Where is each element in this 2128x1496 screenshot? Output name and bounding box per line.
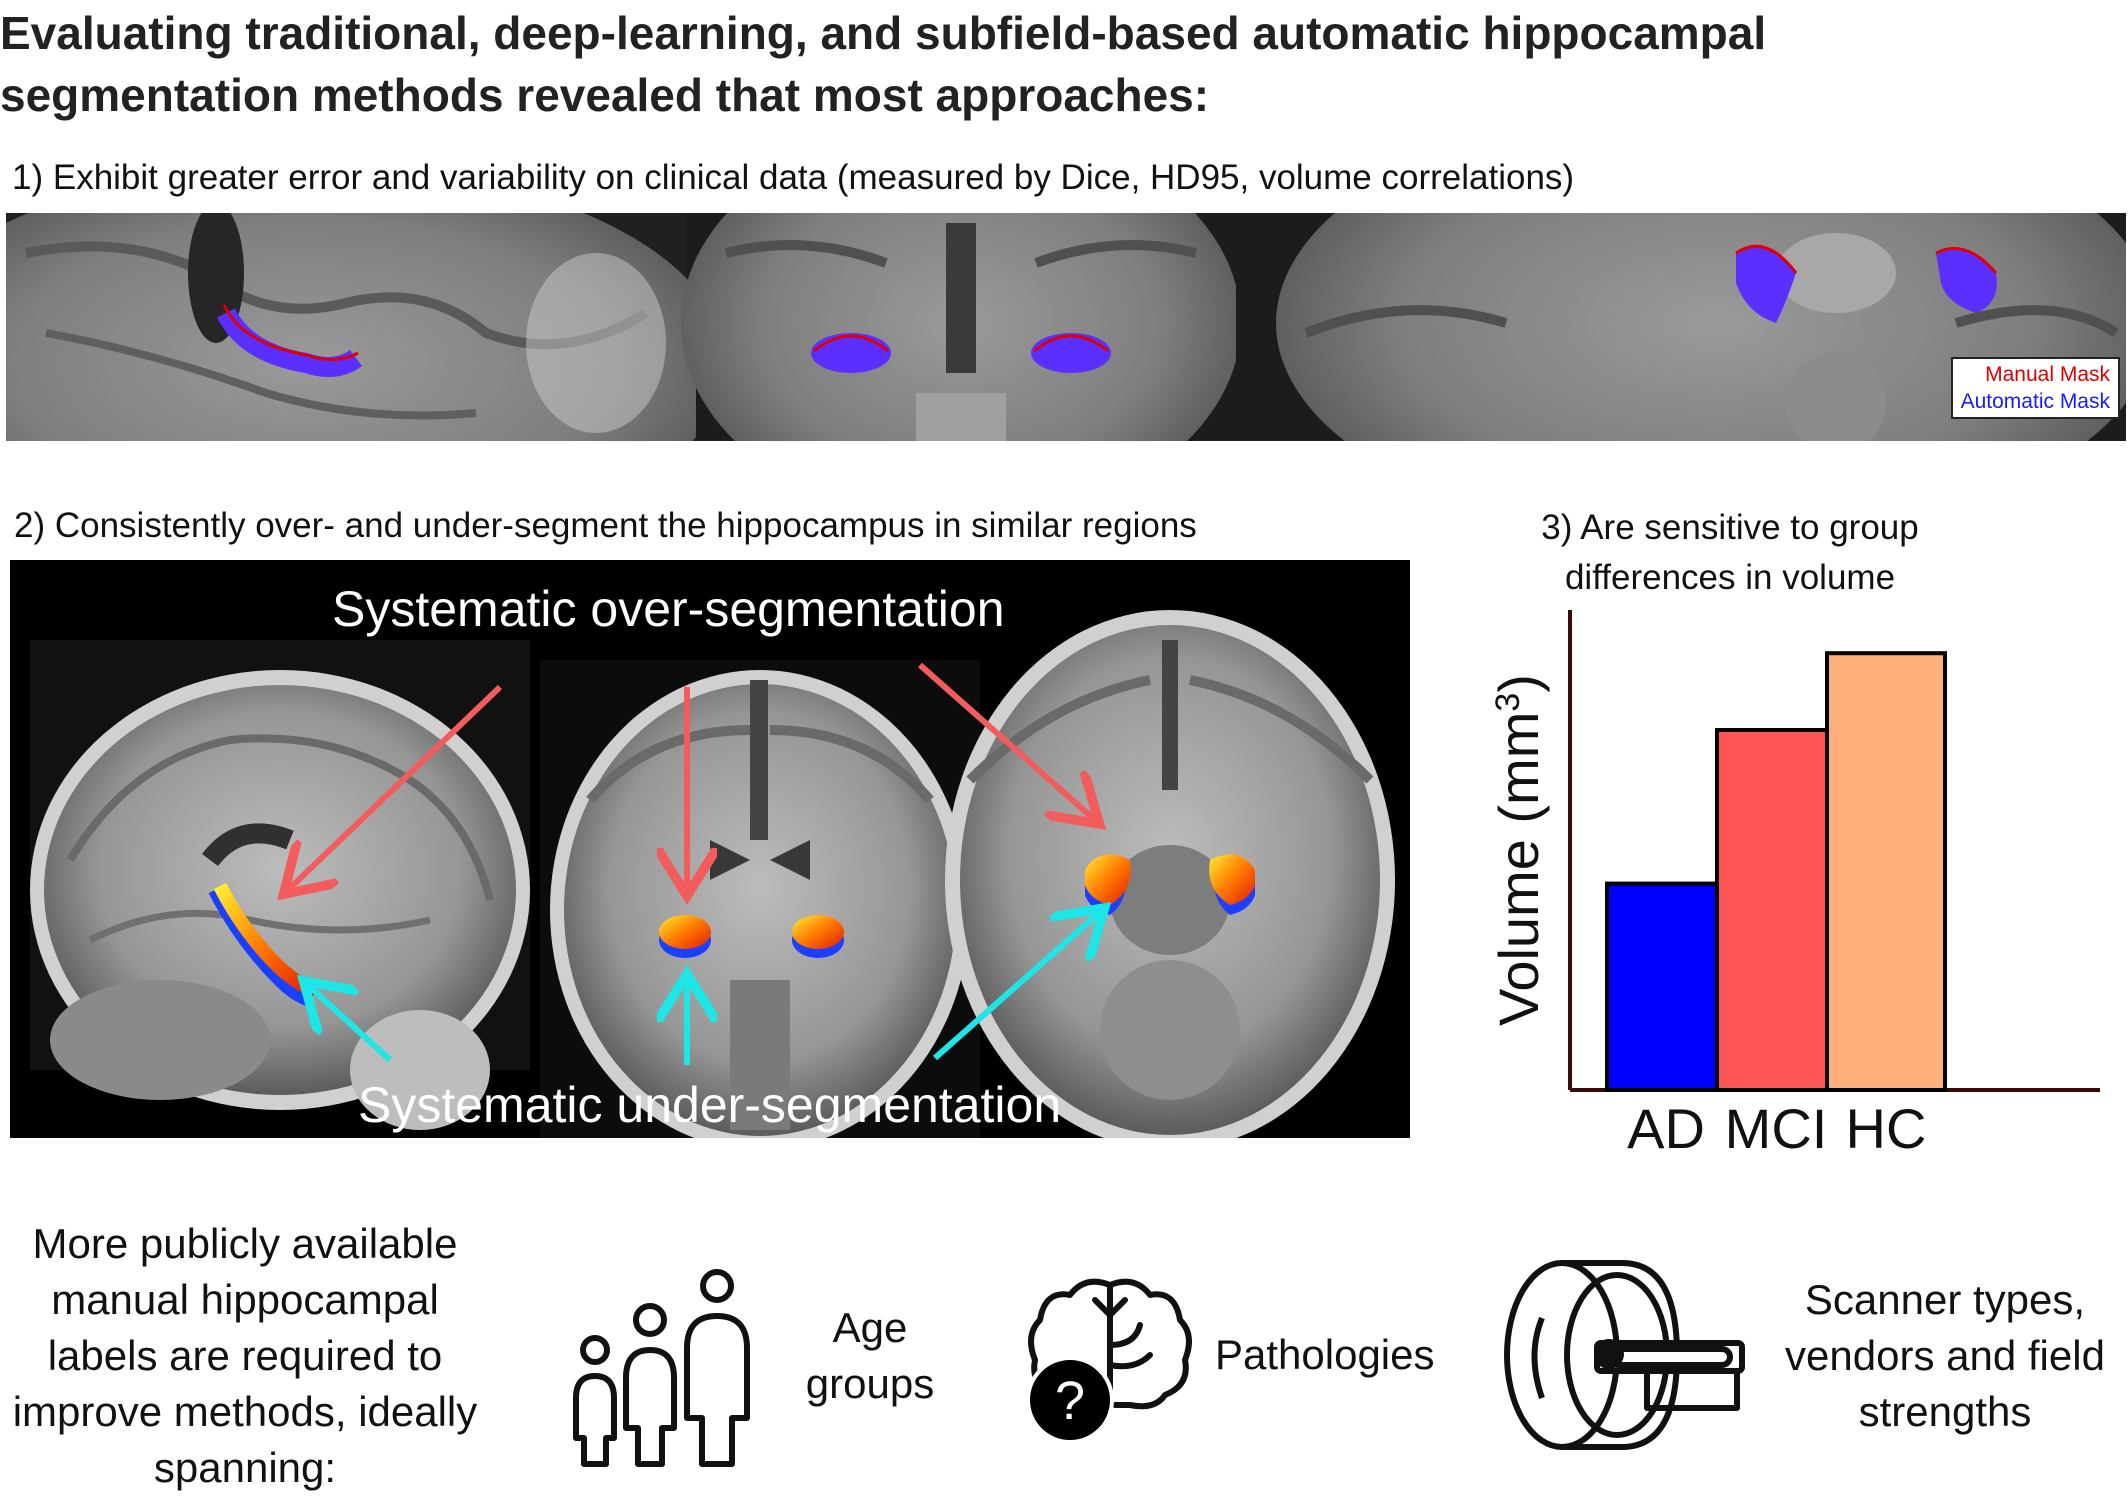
scanner-line-2: vendors and field (1785, 1332, 2105, 1379)
bottom-left-text: More publicly available manual hippocamp… (0, 1216, 490, 1496)
y-axis-label: Volume (mm3) (1487, 674, 1550, 1026)
scanner-line-3: strengths (1858, 1388, 2032, 1435)
clinical-coronal-mask-left (811, 333, 891, 373)
question-mark-glyph: ? (1055, 1371, 1085, 1431)
tick-label-hc: HC (1846, 1097, 1927, 1160)
clinical-axial-mask-right (1936, 248, 1997, 313)
section3-label: 3) Are sensitive to group differences in… (1440, 503, 2020, 603)
people-icon (570, 1268, 760, 1468)
template-axial-mask-left (1085, 854, 1131, 905)
bottom-left-line-4: improve methods, ideally (12, 1388, 478, 1435)
over-segmentation-caption: Systematic over-segmentation (332, 581, 1005, 637)
template-coronal-mask-left (659, 915, 711, 949)
section2-label: 2) Consistently over- and under-segment … (14, 506, 1197, 545)
scanner-label: Scanner types, vendors and field strengt… (1760, 1272, 2128, 1440)
template-axial-mask-right (1209, 854, 1255, 905)
under-arrow-axial (933, 912, 1100, 1061)
tick-labels-group: AD MCI HC (1627, 1097, 1926, 1160)
bottom-left-line-2: manual hippocampal (51, 1276, 439, 1323)
bottom-left-line-5: spanning: (153, 1444, 337, 1491)
section3-label-line-1: 3) Are sensitive to group (1541, 508, 1919, 547)
clinical-sagittal-slice (6, 213, 726, 441)
bars-group (1605, 651, 1947, 1092)
bottom-left-line-1: More publicly available (32, 1220, 458, 1267)
volume-bar-chart: AD MCI HC Volume (mm3) (1470, 600, 2110, 1160)
tick-label-mci: MCI (1725, 1097, 1828, 1160)
under-arrow-sagittal (308, 985, 393, 1063)
scanner-line-1: Scanner types, (1804, 1276, 2086, 1323)
section1-label: 1) Exhibit greater error and variability… (12, 158, 1575, 197)
template-brain-svg (10, 560, 1410, 1138)
age-groups-label: Age groups (790, 1300, 950, 1412)
clinical-mri-strip: Manual Mask Automatic Mask (6, 213, 2126, 441)
automatic-mask-label: Automatic Mask (1960, 390, 2110, 413)
over-arrow-sagittal (288, 684, 503, 890)
age-groups-line-1: Age (832, 1304, 908, 1351)
template-coronal-slice (540, 660, 980, 1138)
clinical-mri-svg (6, 213, 2126, 441)
manual-mask-label: Manual Mask (1985, 363, 2110, 386)
mask-legend: Manual Mask Automatic Mask (1950, 357, 2120, 419)
clinical-axial-mask-left (1736, 246, 1796, 323)
under-segmentation-caption: Systematic under-segmentation (358, 1077, 1062, 1133)
template-axial-slice (945, 610, 1395, 1138)
brain-question-icon: ? (1025, 1275, 1195, 1445)
main-title: Evaluating traditional, deep-learning, a… (0, 2, 2128, 126)
title-line-1: Evaluating traditional, deep-learning, a… (0, 7, 1767, 59)
clinical-sagittal-mask (217, 308, 362, 377)
clinical-coronal-mask-right (1031, 333, 1111, 373)
pathologies-label: Pathologies (1215, 1331, 1435, 1378)
mri-scanner-icon (1502, 1258, 1752, 1453)
clinical-axial-slice (1236, 213, 2126, 441)
volume-bar-chart-svg: AD MCI HC Volume (mm3) (1487, 610, 2100, 1160)
over-arrow-axial (918, 662, 1095, 820)
template-sagittal-slice (30, 670, 530, 1130)
age-groups-line-2: groups (805, 1360, 935, 1407)
template-coronal-mask-right (792, 915, 844, 949)
bottom-left-line-3: labels are required to (47, 1332, 443, 1379)
clinical-coronal-slice (681, 213, 1241, 441)
tick-label-ad: AD (1627, 1097, 1705, 1160)
template-brain-panel: Systematic over-segmentation Systematic … (10, 560, 1410, 1138)
bar-mci (1715, 728, 1837, 1092)
bar-ad (1605, 881, 1727, 1092)
section3-label-line-2: differences in volume (1564, 558, 1896, 597)
title-line-2: segmentation methods revealed that most … (0, 69, 1210, 121)
bar-hc (1825, 651, 1947, 1092)
